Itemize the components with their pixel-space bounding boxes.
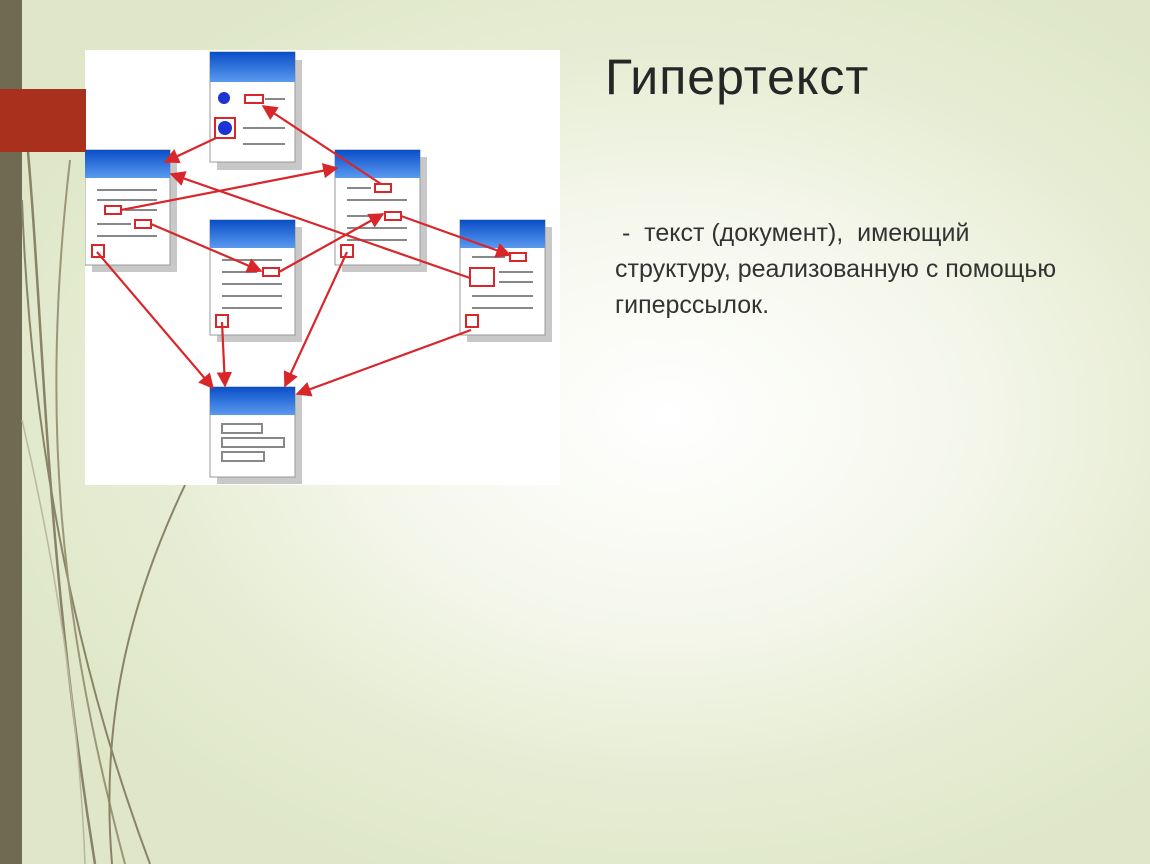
document-bottom <box>210 387 302 484</box>
document-middle <box>210 220 302 342</box>
document-right <box>460 220 552 342</box>
document-top <box>210 52 302 170</box>
accent-tab <box>0 89 86 152</box>
slide-body-text: - текст (документ), имеющий структуру, р… <box>615 215 1085 323</box>
slide-title: Гипертекст <box>605 48 869 106</box>
document-right-top <box>335 150 427 272</box>
hyperlink-diagram <box>85 50 560 485</box>
hyperlinked-documents-icon <box>85 50 560 485</box>
